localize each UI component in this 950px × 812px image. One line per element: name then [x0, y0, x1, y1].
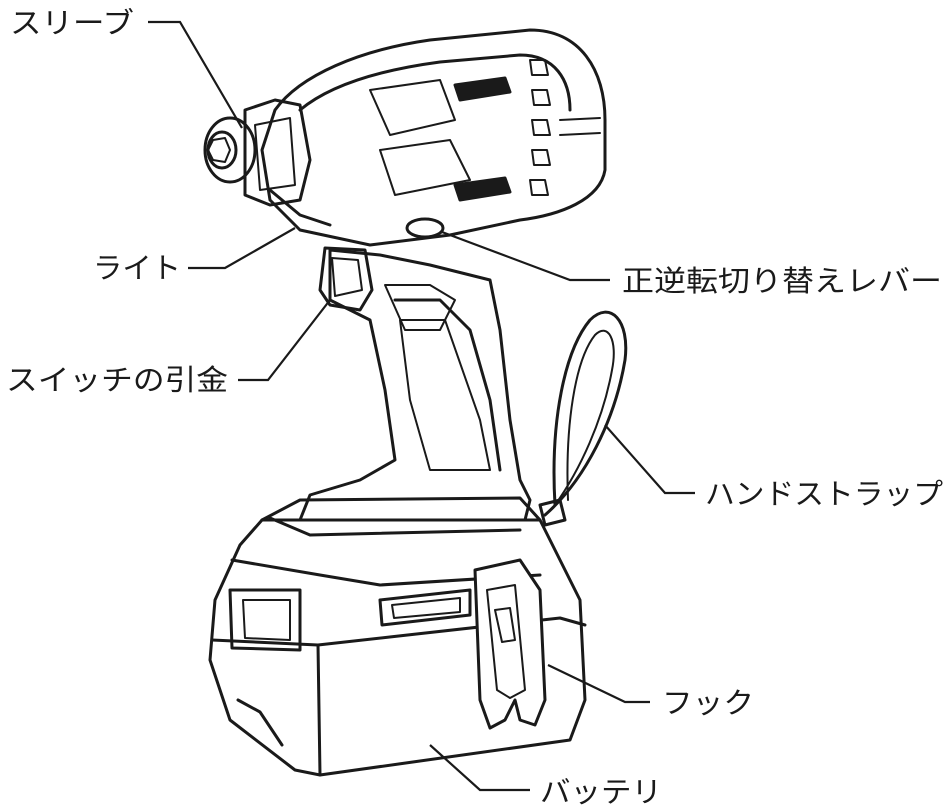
- belt-hook-drawing: [473, 558, 547, 730]
- grip-drawing: [298, 248, 532, 522]
- leader-reverse-lever: [441, 230, 610, 282]
- label-reverse-lever: 正逆転切り替えレバー: [622, 264, 942, 298]
- callout-labels: スリーブ ライト スイッチの引金 正逆転切り替えレバー ハンドストラップ フック…: [6, 6, 943, 809]
- label-hook: フック: [662, 686, 754, 720]
- label-battery: バッテリ: [540, 775, 662, 809]
- impact-driver-illustration: [203, 28, 628, 777]
- leader-trigger: [238, 299, 331, 382]
- leader-battery: [429, 744, 530, 792]
- leader-light: [188, 227, 296, 270]
- label-light: ライト: [93, 251, 181, 285]
- label-sleeve: スリーブ: [10, 6, 134, 40]
- battery-pack-drawing: [208, 496, 587, 777]
- label-trigger: スイッチの引金: [6, 363, 228, 397]
- leader-hook: [547, 664, 650, 704]
- front-nose-drawing: [203, 98, 312, 207]
- leader-sleeve: [148, 20, 243, 129]
- leader-hand-strap: [604, 424, 695, 495]
- trigger-drawing: [318, 246, 374, 312]
- label-hand-strap: ハンドストラップ: [705, 477, 943, 511]
- leader-lines: [148, 20, 695, 792]
- body-housing-drawing: [260, 28, 607, 247]
- hand-strap-drawing: [538, 310, 628, 527]
